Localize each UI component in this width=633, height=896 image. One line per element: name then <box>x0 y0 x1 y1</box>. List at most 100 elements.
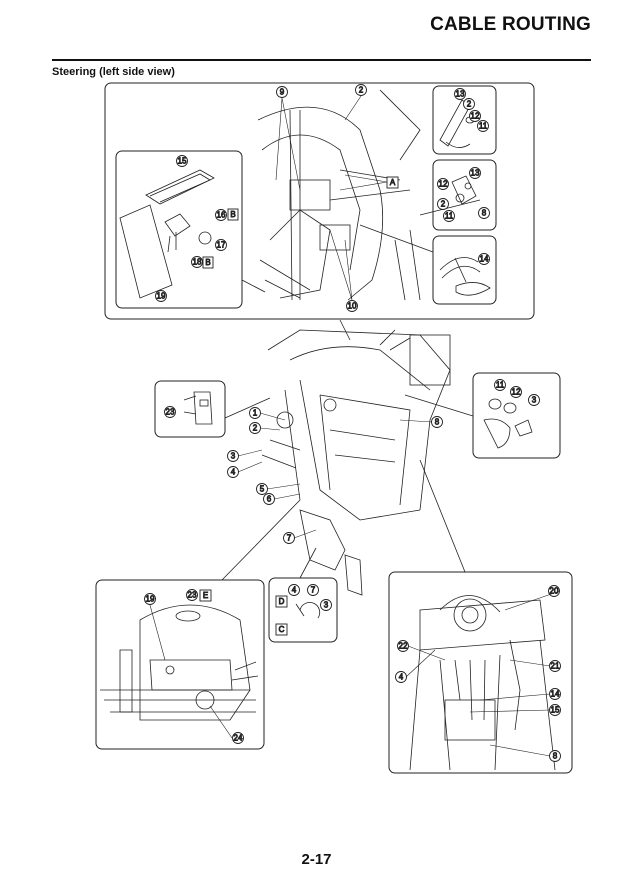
inset-clip-drawing <box>295 602 321 619</box>
callout-12-b: 12 <box>437 178 449 190</box>
page-number: 2-17 <box>301 851 332 868</box>
bottom-right-drawing <box>409 595 556 771</box>
callout-3-mid: 3 <box>227 450 239 462</box>
svg-text:7: 7 <box>287 534 292 543</box>
callout-3-clip: 3 <box>320 599 332 611</box>
letter-marks: A B B D C E <box>199 176 399 636</box>
callout-11-b: 11 <box>443 210 455 222</box>
callout-14-br: 14 <box>549 688 561 700</box>
svg-text:B: B <box>205 258 210 267</box>
callout-2-a: 2 <box>463 98 475 110</box>
bottom-right-panel-frame <box>388 571 573 774</box>
header-rule <box>52 59 591 61</box>
inset-tank-drawing <box>119 169 215 299</box>
callout-8-b: 8 <box>478 207 490 219</box>
svg-text:D: D <box>279 597 285 606</box>
svg-text:8: 8 <box>435 418 440 427</box>
inset-clamp-c-frame <box>432 235 497 305</box>
svg-text:2: 2 <box>359 86 364 95</box>
svg-text:13: 13 <box>456 90 465 99</box>
svg-text:12: 12 <box>471 112 480 121</box>
svg-text:23: 23 <box>166 408 175 417</box>
svg-text:2: 2 <box>253 424 258 433</box>
letter-B-2: B <box>202 256 214 269</box>
top-panel-frame <box>104 82 535 320</box>
callout-3-r: 3 <box>528 394 540 406</box>
svg-text:3: 3 <box>231 452 236 461</box>
svg-text:15: 15 <box>178 157 187 166</box>
svg-text:4: 4 <box>231 468 236 477</box>
callout-22: 22 <box>397 640 409 652</box>
callout-6: 6 <box>263 493 275 505</box>
svg-text:11: 11 <box>445 212 454 221</box>
inset-switch-frame <box>154 380 226 438</box>
callout-18: 18 <box>191 256 203 268</box>
middle-main-drawing <box>261 329 451 596</box>
svg-text:3: 3 <box>324 601 329 610</box>
letter-A: A <box>386 176 399 189</box>
inset-clamp-b-frame <box>432 159 497 231</box>
inset-clip-frame <box>268 577 338 643</box>
callout-19-bl: 19 <box>144 593 156 605</box>
svg-text:11: 11 <box>496 381 505 390</box>
svg-text:B: B <box>230 210 235 219</box>
svg-text:7: 7 <box>311 586 316 595</box>
svg-text:4: 4 <box>292 586 297 595</box>
svg-text:E: E <box>203 591 208 600</box>
callout-4-mid: 4 <box>227 466 239 478</box>
svg-text:14: 14 <box>551 690 560 699</box>
svg-text:4: 4 <box>399 673 404 682</box>
callout-15-inset: 15 <box>176 155 188 167</box>
svg-text:9: 9 <box>280 88 285 97</box>
svg-text:12: 12 <box>512 388 521 397</box>
callout-15-br: 15 <box>549 704 561 716</box>
callout-8-br: 8 <box>549 750 561 762</box>
inset-clamp-b-drawing <box>451 175 477 205</box>
svg-text:C: C <box>279 625 285 634</box>
section-title: Steering (left side view) <box>52 66 175 78</box>
callout-20: 20 <box>548 585 560 597</box>
page-title: CABLE ROUTING <box>430 14 591 35</box>
callout-leader-lines <box>149 95 561 757</box>
svg-text:24: 24 <box>234 734 243 743</box>
svg-text:15: 15 <box>551 706 560 715</box>
callout-11-a: 11 <box>477 120 489 132</box>
callout-7-mid: 7 <box>283 532 295 544</box>
inset-cable-end-drawing <box>483 398 533 449</box>
callout-marks: 9 2 10 15 16 17 18 19 13 2 12 11 13 12 2… <box>144 84 561 762</box>
letter-B-1: B <box>227 208 239 221</box>
callout-19-inset: 19 <box>155 290 167 302</box>
callout-16: 16 <box>215 209 227 221</box>
callout-1: 1 <box>249 407 261 419</box>
callout-8-mid: 8 <box>431 416 443 428</box>
letter-E: E <box>199 589 212 602</box>
upper-main-drawing <box>257 89 421 301</box>
callout-17: 17 <box>215 239 227 251</box>
letter-C: C <box>275 623 288 636</box>
inset-clamp-a-frame <box>432 85 497 155</box>
callout-2-b: 2 <box>437 198 449 210</box>
svg-text:17: 17 <box>217 241 226 250</box>
callout-23-bl: 23 <box>186 589 198 601</box>
svg-text:13: 13 <box>471 169 480 178</box>
svg-text:1: 1 <box>253 409 258 418</box>
svg-text:2: 2 <box>441 200 446 209</box>
svg-text:10: 10 <box>348 302 357 311</box>
callout-4-br: 4 <box>395 671 407 683</box>
svg-text:11: 11 <box>479 122 488 131</box>
callout-7-clip: 7 <box>307 584 319 596</box>
svg-text:6: 6 <box>267 495 272 504</box>
svg-text:23: 23 <box>188 591 197 600</box>
callout-9: 9 <box>276 86 288 98</box>
callout-11-r: 11 <box>494 379 506 391</box>
svg-text:14: 14 <box>480 255 489 264</box>
callout-12-r: 12 <box>510 386 522 398</box>
svg-text:21: 21 <box>551 662 560 671</box>
inset-clamp-c-drawing <box>439 257 491 296</box>
svg-text:19: 19 <box>157 292 166 301</box>
callout-4-clip: 4 <box>288 584 300 596</box>
svg-text:A: A <box>390 178 396 187</box>
svg-text:16: 16 <box>217 211 226 220</box>
svg-text:22: 22 <box>399 642 408 651</box>
